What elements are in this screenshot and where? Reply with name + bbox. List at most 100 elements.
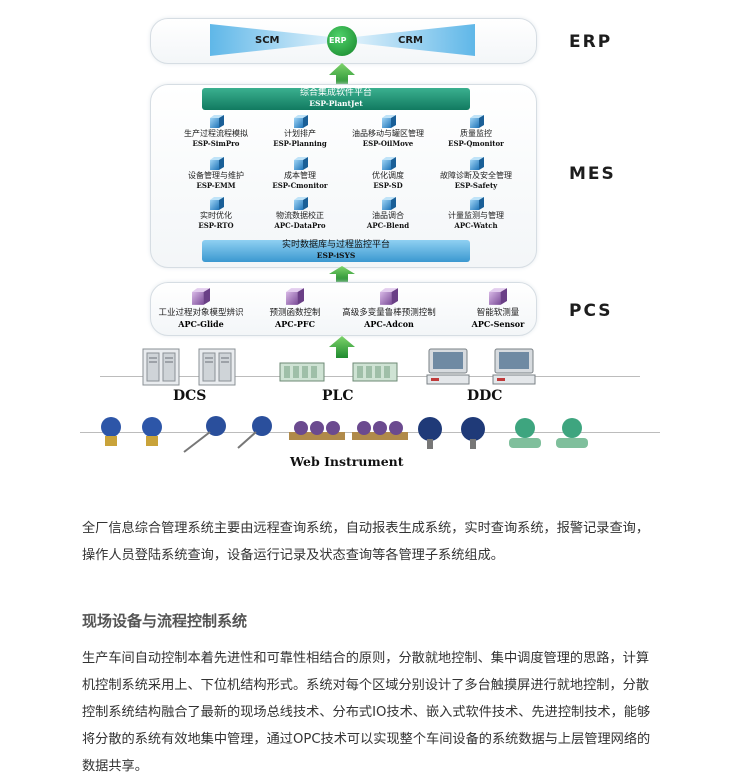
mes-bottom-bar-title: 实时数据库与过程监控平台: [281, 240, 390, 250]
intro-paragraph: 全厂信息综合管理系统主要由远程查询系统，自动报表生成系统，实时查询系统，报警记录…: [82, 521, 650, 563]
module-cube-icon: [382, 115, 396, 128]
mes-module-label: 成本管理: [284, 171, 316, 180]
mes-module-label: 优化调度: [372, 171, 404, 180]
mes-panel: [150, 84, 537, 268]
module-cube-icon: [382, 197, 396, 210]
erp-crm-label: CRM: [398, 35, 423, 46]
erp-scm-label: SCM: [255, 35, 280, 46]
section-title: 现场设备与流程控制系统: [82, 612, 248, 630]
mes-module-code: ESP-OilMove: [362, 139, 414, 148]
mes-module-code: ESP-Cmonitor: [272, 181, 328, 190]
mes-module-label: 计量监测与管理: [448, 211, 504, 220]
module-cube-icon: [470, 197, 484, 210]
module-cube-icon: [294, 197, 308, 210]
pcs-module-code: APC-Glide: [178, 319, 224, 329]
level-sensor-icon: [418, 417, 442, 449]
pcs-module-label: 工业过程对象模型辨识: [158, 308, 244, 318]
transmitter-icon: [101, 417, 121, 446]
pcs-module-code: APC-Adcon: [364, 319, 414, 329]
device-label-plc: PLC: [322, 388, 354, 404]
up-arrow-3: [329, 336, 355, 358]
mes-module-label: 设备管理与维护: [188, 171, 244, 180]
layer-label-pcs: PCS: [569, 301, 613, 321]
mes-module-code: ESP-EMM: [196, 181, 236, 190]
mes-module-label: 质量监控: [460, 129, 492, 138]
mes-module-label: 计划排产: [284, 129, 316, 138]
mes-module-code: ESP-SimPro: [192, 139, 240, 148]
mes-module-label: 油品调合: [372, 211, 404, 220]
dcs-cabinet-icon: [142, 348, 180, 386]
pcs-module-label: 预测函数控制: [269, 308, 321, 318]
module-cube-icon: [286, 288, 304, 305]
mes-module-label: 生产过程流程模拟: [184, 129, 248, 138]
module-cube-icon: [210, 197, 224, 210]
pcs-module-label: 智能软测量: [476, 308, 520, 318]
pcs-module-code: APC-PFC: [275, 319, 315, 329]
mes-top-bar-code: ESP-PlantJet: [309, 99, 363, 108]
mes-module-code: APC-Watch: [454, 221, 498, 230]
module-cube-icon: [382, 157, 396, 170]
mes-module-code: ESP-Safety: [454, 181, 498, 190]
module-cube-icon: [192, 288, 210, 305]
module-cube-icon: [294, 115, 308, 128]
up-arrow-2: [329, 266, 355, 282]
erp-bowtie-graphic: [210, 24, 475, 56]
layer-label-mes: MES: [569, 164, 616, 184]
pcs-module-label: 高级多变量鲁棒预测控制: [342, 308, 436, 318]
body-paragraph: 生产车间自动控制本着先进性和可靠性相结合的原则，分散就地控制、集中调度管理的思路…: [82, 651, 651, 774]
flow-meter-icon: [289, 421, 345, 440]
erp-center-label: ERP: [329, 36, 347, 45]
mes-module-code: APC-Blend: [366, 221, 410, 230]
mes-module-label: 物流数据校正: [276, 211, 324, 220]
module-cube-icon: [210, 115, 224, 128]
module-cube-icon: [294, 157, 308, 170]
module-cube-icon: [380, 288, 398, 305]
module-cube-icon: [470, 115, 484, 128]
mes-module-label: 故障诊断及安全管理: [440, 171, 512, 180]
pcs-module-code: APC-Sensor: [471, 319, 525, 329]
mes-module-label: 油品移动与罐区管理: [352, 129, 424, 138]
mes-module-code: APC-DataPro: [274, 221, 326, 230]
device-label-ddc: DDC: [467, 388, 503, 404]
transmitter-icon: [142, 417, 162, 446]
flow-meter-icon: [352, 421, 408, 440]
pcs-panel: [150, 282, 537, 336]
mes-module-label: 实时优化: [200, 211, 232, 220]
device-label-web-instrument: Web Instrument: [290, 454, 404, 469]
mes-module-code: ESP-Qmonitor: [448, 139, 504, 148]
module-cube-icon: [210, 157, 224, 170]
probe-sensor-icon: [183, 416, 226, 453]
magnetic-flowmeter-icon: [556, 418, 588, 448]
probe-sensor-icon: [237, 416, 272, 449]
plc-rack-icon: [352, 362, 398, 382]
module-cube-icon: [489, 288, 507, 305]
mes-module-code: ESP-SD: [373, 181, 403, 190]
mes-module-code: ESP-Planning: [273, 139, 327, 148]
layer-label-erp: ERP: [569, 32, 613, 52]
mes-bottom-bar-code: ESP-iSYS: [316, 251, 356, 260]
level-sensor-icon: [461, 417, 485, 449]
module-cube-icon: [470, 157, 484, 170]
mes-module-code: ESP-RTO: [198, 221, 234, 230]
mes-bottom-bar: 实时数据库与过程监控平台 ESP-iSYS: [202, 240, 470, 262]
mes-top-bar-title: 综合集成软件平台: [299, 88, 372, 98]
device-label-dcs: DCS: [173, 388, 207, 404]
erp-center-badge: [327, 26, 357, 56]
up-arrow-1: [329, 63, 355, 87]
magnetic-flowmeter-icon: [509, 418, 541, 448]
